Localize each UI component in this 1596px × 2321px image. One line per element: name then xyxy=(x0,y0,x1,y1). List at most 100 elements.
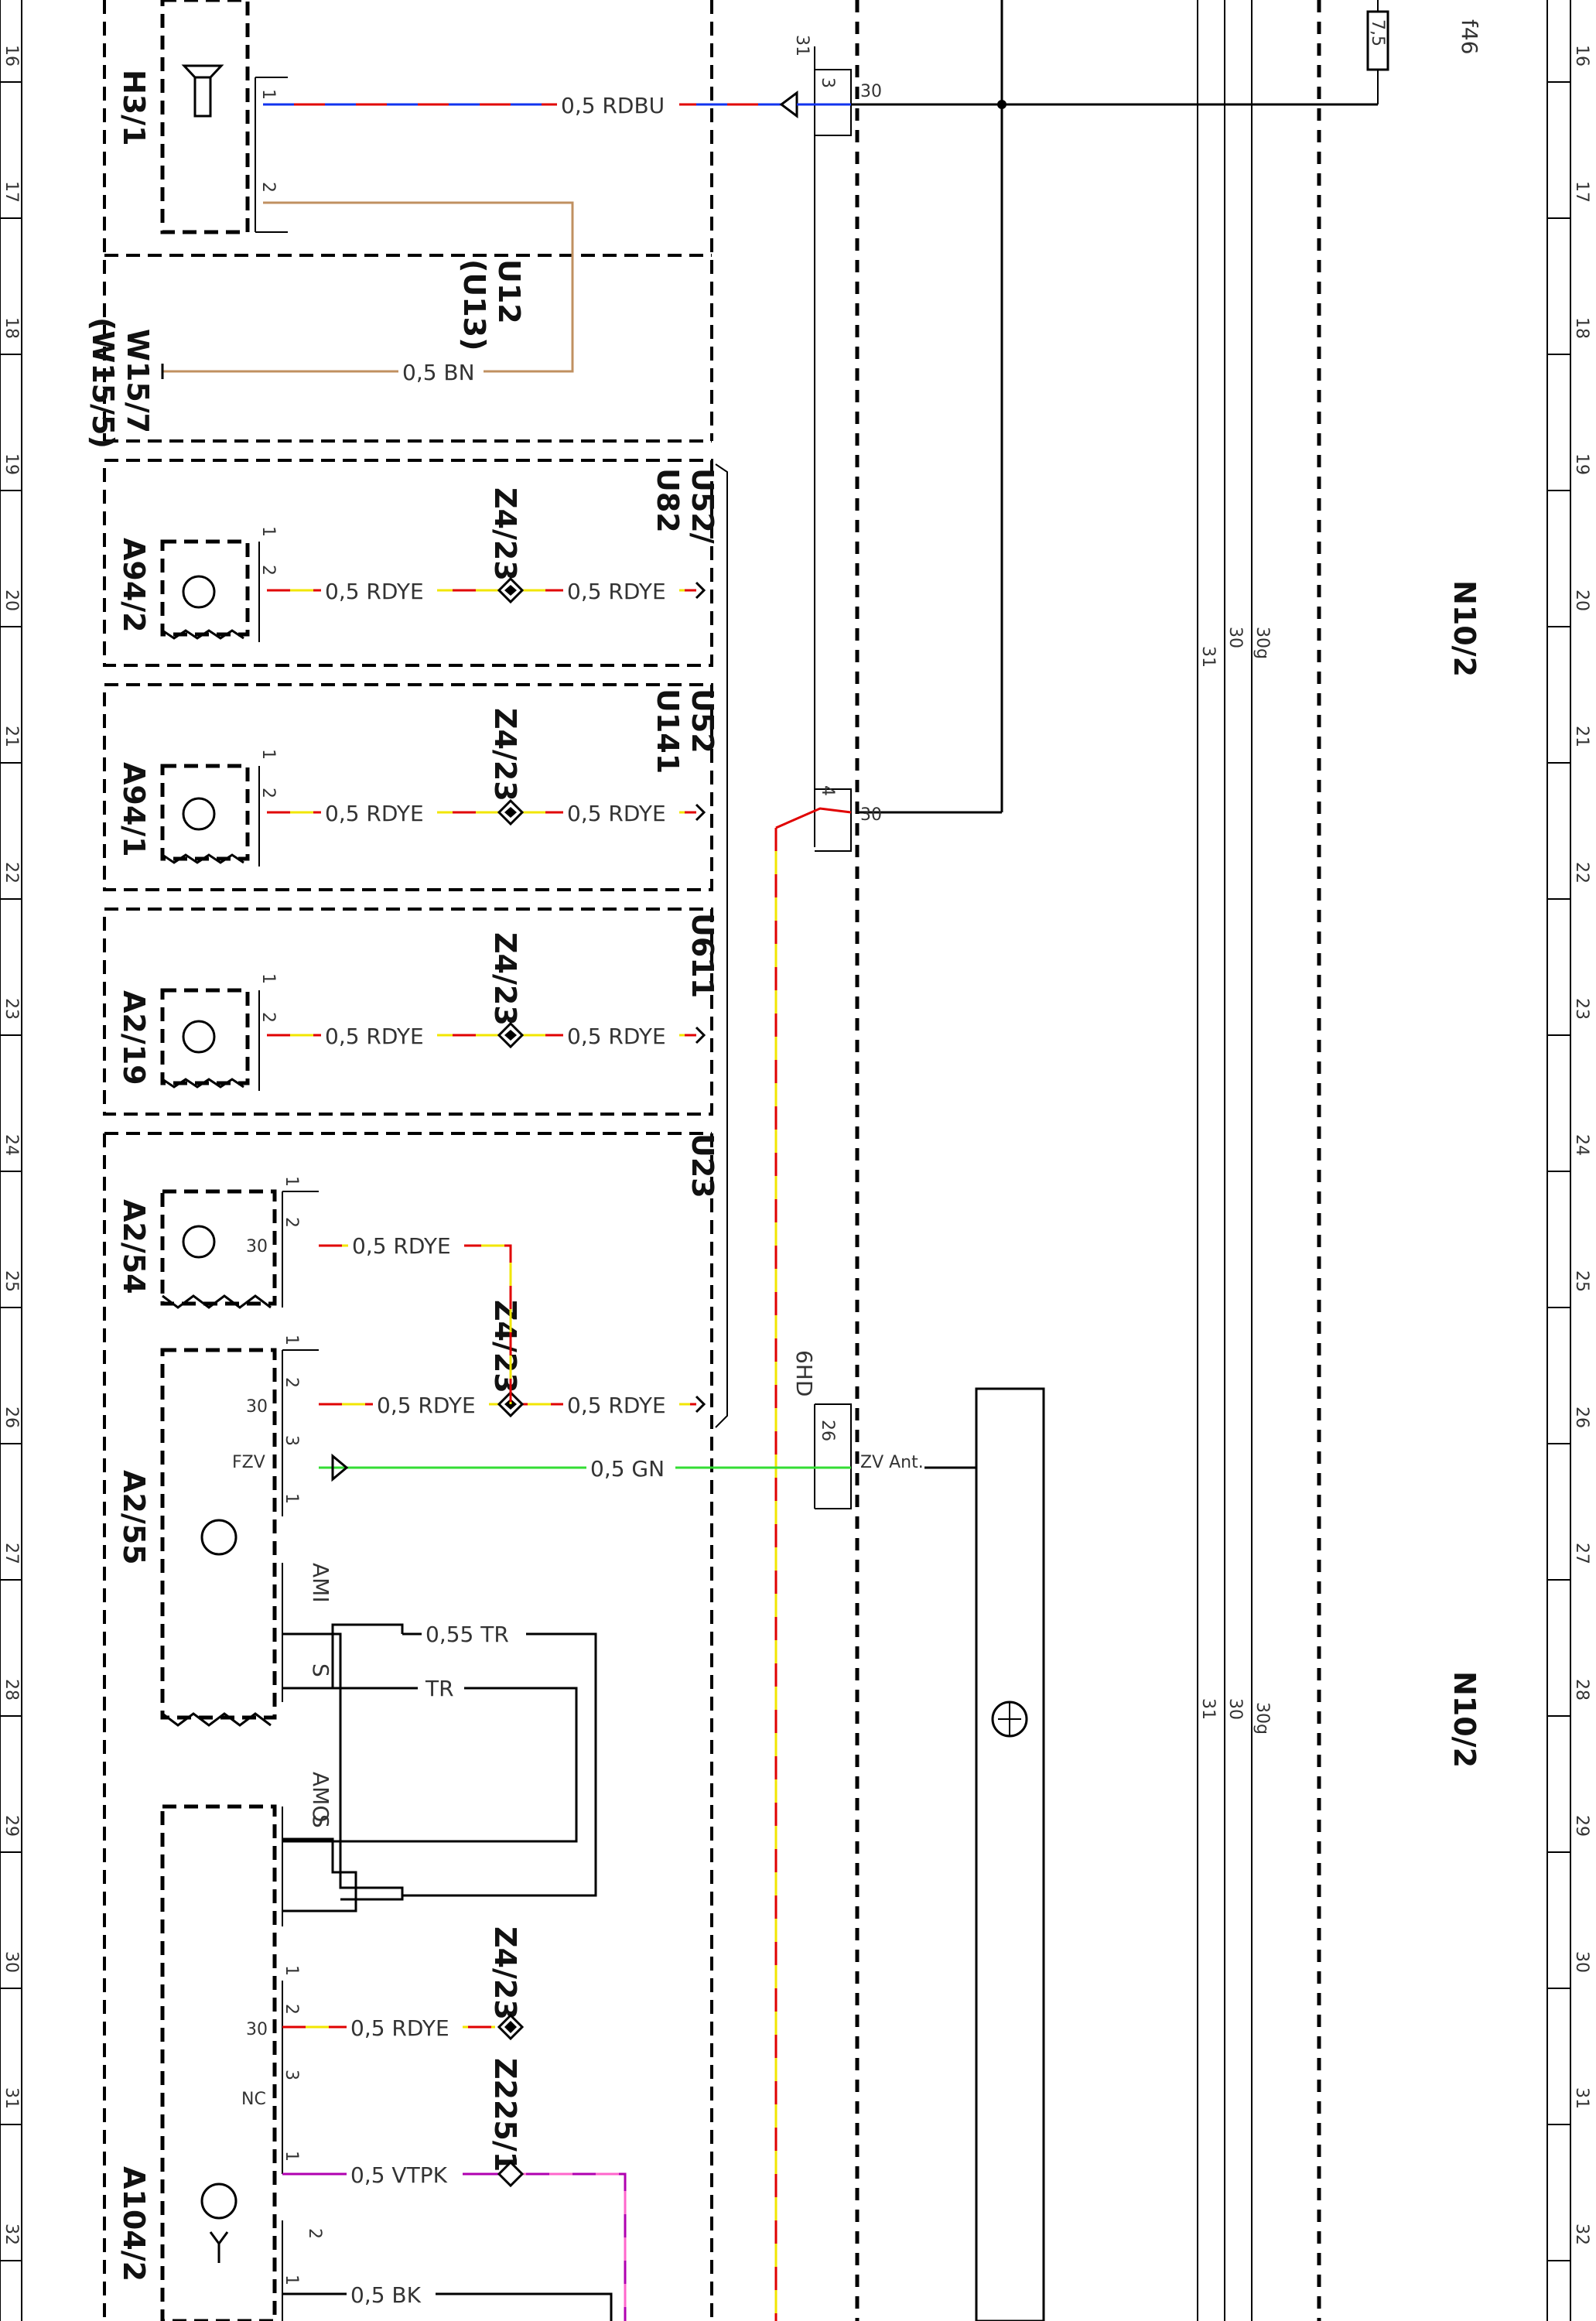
ruler-row-right-26: 26 xyxy=(1572,1407,1591,1428)
right-ruler xyxy=(1546,0,1571,2321)
wire-label-bg xyxy=(563,799,679,826)
svg-text:1: 1 xyxy=(282,1176,301,1187)
ruler-row-left-31: 31 xyxy=(2,2087,21,2109)
n10-2-label-upper: N10/2 xyxy=(1447,580,1482,677)
bus-30g-label: 30g xyxy=(1253,627,1272,659)
ruler-row-right-20: 20 xyxy=(1572,590,1591,611)
z225-1-label: Z225/1 xyxy=(488,2058,522,2172)
row-number: 25 xyxy=(1572,1270,1591,1292)
row-number: 19 xyxy=(1572,453,1591,475)
wire-break-marker xyxy=(695,803,706,822)
ruler-row-right-23: 23 xyxy=(1572,998,1591,1020)
a94-1-label: A94/1 xyxy=(117,762,151,857)
svg-text:30: 30 xyxy=(246,1237,268,1256)
n10-2-label-lower: N10/2 xyxy=(1447,1671,1482,1768)
module-boxes xyxy=(103,0,713,2321)
wire-label-bk: 0,5 BK xyxy=(350,2282,422,2308)
svg-text:2: 2 xyxy=(305,2228,324,2239)
svg-text:FZV: FZV xyxy=(232,1453,265,1472)
row-number: 17 xyxy=(2,181,21,203)
svg-text:N10/2: N10/2 xyxy=(1447,580,1482,677)
s-label-ami: S xyxy=(308,1663,333,1677)
wire-label-rdye: 0,5 RDYE xyxy=(567,801,666,826)
svg-text:N10/2: N10/2 xyxy=(1447,1671,1482,1768)
u23-label: U23 xyxy=(685,1133,719,1198)
connector-label-6hd: 6HD xyxy=(791,1350,817,1396)
row-number: 28 xyxy=(2,1679,21,1701)
row-number: 17 xyxy=(1572,181,1591,203)
fuse-f46: 7,5 f46 xyxy=(1366,0,1482,104)
svg-text:(U13): (U13) xyxy=(457,259,491,350)
wire-label-rdye: 0,5 RDYE xyxy=(352,1233,451,1259)
module-bracket xyxy=(715,463,728,1428)
wire-label-rdbu: 0,5 RDBU xyxy=(561,93,665,118)
h3-1-label: H3/1 xyxy=(117,70,151,146)
svg-text:1: 1 xyxy=(282,2275,301,2285)
svg-text:2: 2 xyxy=(258,182,278,193)
z4-23-label-4: Z4/23 xyxy=(488,1300,522,1393)
wire-label-vtpk: 0,5 VTPK xyxy=(350,2162,448,2188)
wire-label-bg xyxy=(321,577,437,603)
a2-55-component: 1 2 3 1 30 FZV A2/55 AMI S xyxy=(117,1335,333,1727)
s-label-amo: S xyxy=(308,1814,333,1828)
ruler-row-right-22: 22 xyxy=(1572,862,1591,884)
wire-rdye-trunk xyxy=(774,807,852,2321)
row-number: 19 xyxy=(2,453,21,475)
w15-5-label: (W15/5) xyxy=(86,317,120,449)
wire-vtpk: 0,5 VTPK xyxy=(282,2160,627,2321)
a2-55-label: A2/55 xyxy=(117,1470,151,1565)
ruler-row-left-26: 26 xyxy=(2,1407,21,1428)
z4-23-label-1: Z4/23 xyxy=(488,487,522,581)
svg-text:1: 1 xyxy=(258,526,278,537)
wire-rdye-a2-54: 0,5 RDYE xyxy=(319,1232,512,1404)
svg-text:Z4/23: Z4/23 xyxy=(488,1926,522,2020)
svg-text:2: 2 xyxy=(258,788,278,798)
bus-label-30g-lower: 30g xyxy=(1253,1702,1272,1735)
wire-label-rdye: 0,5 RDYE xyxy=(325,579,424,604)
svg-text:1: 1 xyxy=(258,89,278,100)
svg-text:Z4/23: Z4/23 xyxy=(488,1300,522,1393)
ruler-row-left-24: 24 xyxy=(2,1134,21,1156)
ruler-row-left-19: 19 xyxy=(2,453,21,475)
svg-text:26: 26 xyxy=(818,1420,837,1441)
svg-text:ZV Ant.: ZV Ant. xyxy=(860,1453,924,1472)
svg-text:1: 1 xyxy=(282,1335,301,1345)
row-number: 32 xyxy=(2,2224,21,2245)
splice-z4-23-core xyxy=(504,807,517,818)
wire-label-rdye: 0,5 RDYE xyxy=(350,2015,449,2041)
wire-label-bg xyxy=(373,1391,489,1417)
wire-label-rdye: 0,5 RDYE xyxy=(377,1393,476,1418)
bus-label-31-lower: 31 xyxy=(1198,1698,1218,1720)
antenna-amplifier-box xyxy=(924,1387,1045,2321)
z4-23-label-2: Z4/23 xyxy=(488,708,522,802)
ruler-row-right-27: 27 xyxy=(1572,1543,1591,1564)
ruler-row-left-30: 30 xyxy=(2,1951,21,1973)
a94-1-component: 1 2 A94/1 xyxy=(117,749,278,867)
wire-label-gn: 0,5 GN xyxy=(590,1456,665,1482)
a104-2-label: A104/2 xyxy=(117,2166,151,2282)
svg-text:Z4/23: Z4/23 xyxy=(488,708,522,802)
row-number: 16 xyxy=(2,45,21,67)
a2-54-component: 1 2 30 A2/54 xyxy=(117,1176,319,1309)
wire-break-marker xyxy=(695,1395,706,1413)
row-number: 18 xyxy=(1572,317,1591,339)
wire-label-rdye: 0,5 RDYE xyxy=(567,579,666,604)
bus-lines xyxy=(1197,0,1253,2321)
z4-23-label-5: Z4/23 xyxy=(488,1926,522,2020)
ruler-row-right-31: 31 xyxy=(1572,2087,1591,2109)
ruler-row-right-21: 21 xyxy=(1572,726,1591,747)
amo-label: AMO xyxy=(308,1772,333,1822)
row-number: 21 xyxy=(1572,726,1591,747)
rdye-wires: 0,5 RDYE 0,5 RDYE 0,5 RDYE 0,5 RDYE 0,5 RDYE… xyxy=(267,576,706,1418)
row-number: 31 xyxy=(1572,2087,1591,2109)
u82-label: U82 xyxy=(651,468,685,533)
feed-wires xyxy=(851,0,1378,814)
junction-dot xyxy=(997,100,1006,109)
ruler-row-right-18: 18 xyxy=(1572,317,1591,339)
svg-text:W15/7: W15/7 xyxy=(121,329,155,433)
ruler-row-left-22: 22 xyxy=(2,862,21,884)
ruler-row-left-23: 23 xyxy=(2,998,21,1020)
row-number: 20 xyxy=(2,590,21,611)
